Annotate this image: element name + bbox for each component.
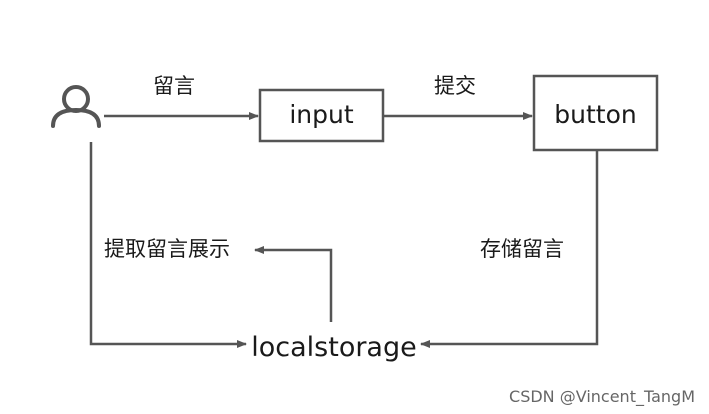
button-node-label: button <box>554 100 636 129</box>
edge-label-user-to-input: 留言 <box>153 74 195 98</box>
edge-label-button-to-storage: 存储留言 <box>480 237 564 261</box>
input-node-label: input <box>289 100 354 129</box>
storage-node-label: localstorage <box>251 332 416 363</box>
edge-label-input-to-button: 提交 <box>434 74 476 98</box>
button-node: button <box>532 74 659 152</box>
edge-button-to-storage <box>420 150 599 348</box>
user-icon <box>51 85 101 128</box>
edge-user-to-storage <box>89 142 247 348</box>
edge-storage-to-display <box>254 246 333 322</box>
watermark: CSDN @Vincent_TangM <box>509 387 695 407</box>
input-node: input <box>258 88 385 143</box>
edge-label-storage-to-display: 提取留言展示 <box>104 237 230 261</box>
